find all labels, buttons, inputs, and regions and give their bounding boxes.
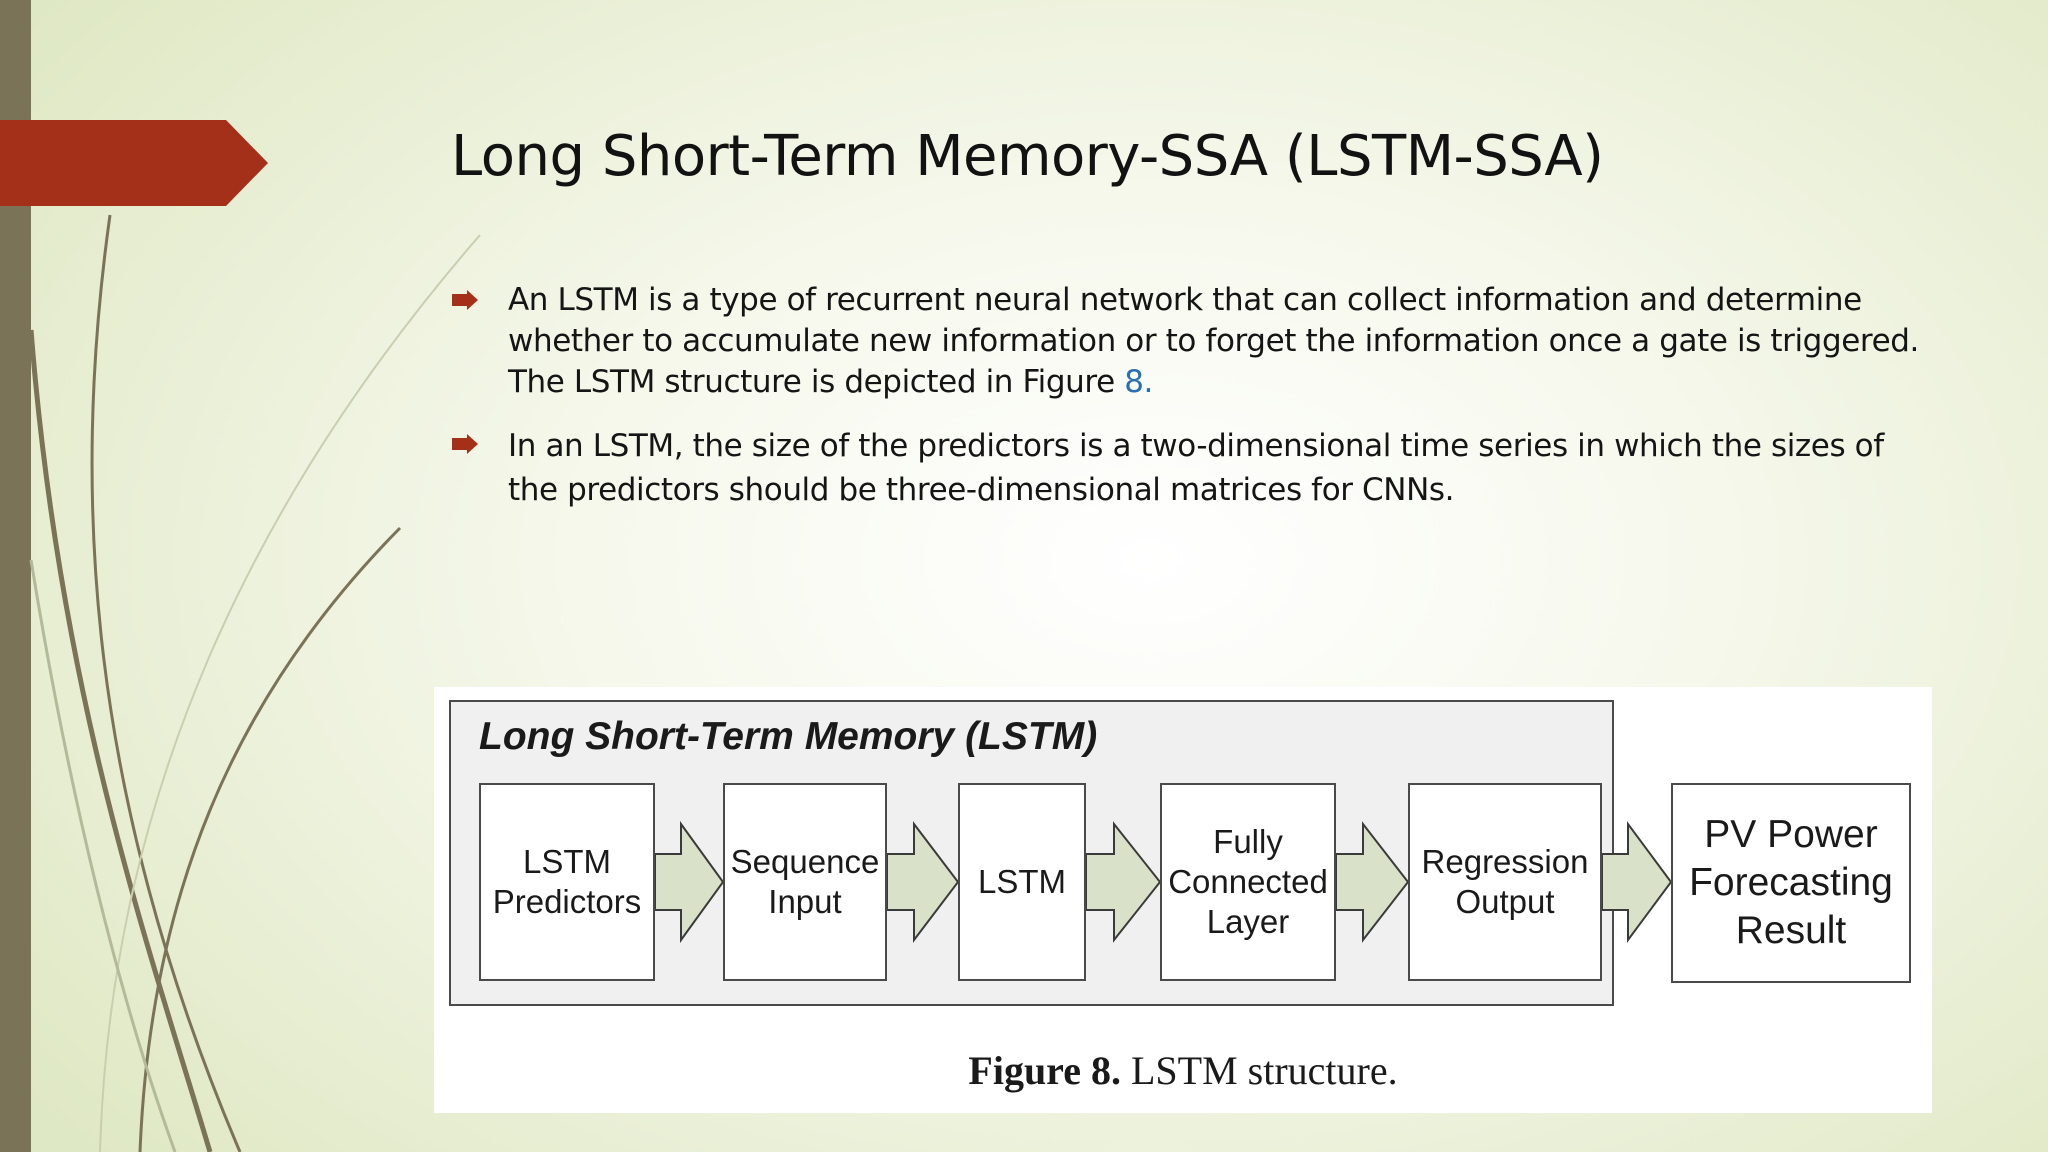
block-label-line: Connected xyxy=(1168,863,1328,900)
block-label-line: Output xyxy=(1455,883,1555,920)
figure-reference-link[interactable]: 8. xyxy=(1124,364,1153,400)
bullet-item: In an LSTM, the size of the predictors i… xyxy=(452,424,1928,512)
block-label-line: LSTM xyxy=(977,863,1066,900)
bullet-item: An LSTM is a type of recurrent neural ne… xyxy=(452,280,1928,403)
block-label-line: Forecasting xyxy=(1689,861,1893,904)
block-lstm: LSTM xyxy=(958,783,1086,981)
flow-arrow-icon xyxy=(1601,820,1673,944)
block-label-line: Input xyxy=(768,883,842,920)
bullet-text: An LSTM is a type of recurrent neural ne… xyxy=(508,282,1919,400)
block-label-line: LSTM xyxy=(522,843,611,880)
flow-arrow-icon xyxy=(654,820,725,944)
flow-arrow-icon xyxy=(886,821,960,943)
block-label-line: Regression xyxy=(1421,843,1589,880)
block-label-line: Predictors xyxy=(492,883,642,920)
block-label-line: PV Power xyxy=(1704,813,1878,856)
flow-arrows xyxy=(654,820,1673,944)
figure-caption: Figure 8. LSTM structure. xyxy=(434,1047,1932,1094)
block-label-line: Sequence xyxy=(730,843,880,880)
lstm-frame-title: Long Short-Term Memory (LSTM) xyxy=(479,715,1098,758)
arrow-bullet-icon xyxy=(452,290,478,310)
bullet-text: In an LSTM, the size of the predictors i… xyxy=(508,428,1884,508)
figure-caption-text: LSTM structure. xyxy=(1120,1048,1398,1093)
flow-arrow-icon xyxy=(1085,821,1162,943)
arrow-bullet-icon xyxy=(452,434,478,454)
title-accent-arrow xyxy=(0,120,268,206)
block-label-line: Result xyxy=(1735,909,1847,952)
flow-arrow-icon xyxy=(1335,821,1410,943)
figure-caption-label: Figure 8. xyxy=(968,1048,1121,1093)
block-label-line: Layer xyxy=(1206,903,1290,940)
decorative-curves xyxy=(28,214,481,1152)
slide-title: Long Short-Term Memory-SSA (LSTM-SSA) xyxy=(451,124,1604,189)
block-label-line: Fully xyxy=(1213,823,1283,860)
